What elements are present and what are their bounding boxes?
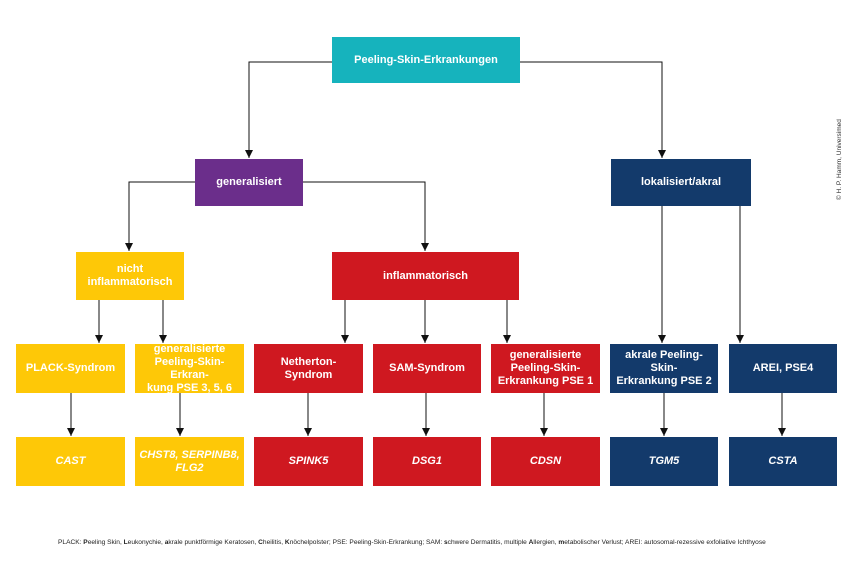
- footnote-part: a: [164, 539, 169, 546]
- node-sam-syndrom: SAM-Syndrom: [373, 344, 481, 393]
- node-netherton-syndrom: Netherton-Syndrom: [254, 344, 363, 393]
- node-arei-pse4: AREI, PSE4: [729, 344, 837, 393]
- node-nicht-inflammatorisch: nicht inflammatorisch: [76, 252, 184, 300]
- node-gene-dsg1: DSG1: [373, 437, 481, 486]
- node-plack-syndrom: PLACK-Syndrom: [16, 344, 125, 393]
- node-peeling-skin-erkrankungen: Peeling-Skin-Erkrankungen: [332, 37, 520, 83]
- footnote-part: C: [258, 539, 263, 546]
- arrowheads: [67, 150, 786, 436]
- node-label: generalisiert: [216, 176, 282, 188]
- node-label: DSG1: [412, 455, 442, 467]
- copyright-text: © H. P. Hamm, Universimed: [836, 119, 843, 200]
- node-label: CHST8, SERPINB8, FLG2: [139, 448, 240, 474]
- node-generalisierte-pse-3-5-6: generalisierte Peeling-Skin-Erkran- kung…: [135, 342, 244, 394]
- node-gene-csta: CSTA: [729, 437, 837, 486]
- node-label: SPINK5: [288, 455, 329, 467]
- node-label: CSTA: [768, 455, 798, 467]
- node-label: SAM-Syndrom: [389, 362, 465, 374]
- footnote-part: PLACK:: [58, 539, 84, 546]
- footnote-part: eeling Skin,: [87, 539, 124, 546]
- node-lokalisiert-akral: lokalisiert/akral: [611, 159, 751, 206]
- node-gene-cast: CAST: [16, 437, 125, 486]
- node-label: CDSN: [529, 455, 562, 467]
- footnote-part: heilitis,: [262, 539, 285, 546]
- footnote-part: eukonychie,: [127, 539, 165, 546]
- footnote-legend: PLACK: Peeling Skin, Leukonychie, akrale…: [58, 539, 766, 546]
- footnote-part: nöchelpolster; PSE: Peeling-Skin-Erkrank…: [289, 539, 444, 546]
- node-label: nicht inflammatorisch: [87, 263, 173, 288]
- footnote-part: L: [123, 539, 128, 546]
- footnote-part: s: [443, 539, 448, 546]
- node-gene-spink5: SPINK5: [254, 437, 363, 486]
- node-generalisierte-pse-1: generalisierte Peeling-Skin- Erkrankung …: [491, 344, 600, 393]
- node-gene-cdsn: CDSN: [491, 437, 600, 486]
- edge-gen-nichtinfl: [128, 181, 195, 251]
- footnote-part: llergien,: [533, 539, 559, 546]
- edge-root-lokalisiert: [520, 61, 663, 158]
- node-label: Peeling-Skin-Erkrankungen: [354, 53, 498, 66]
- edge-gen-infl: [303, 181, 426, 251]
- node-label: generalisierte Peeling-Skin-Erkran- kung…: [147, 342, 232, 394]
- node-label: CAST: [55, 455, 86, 467]
- node-label: Netherton-Syndrom: [280, 355, 337, 381]
- footnote-part: A: [528, 539, 534, 546]
- node-gene-chst8: CHST8, SERPINB8, FLG2: [135, 437, 244, 486]
- footnote-part: K: [284, 539, 290, 546]
- node-akrale-pse-2: akrale Peeling-Skin- Erkrankung PSE 2: [610, 344, 718, 393]
- footnote-part: P: [83, 539, 88, 546]
- node-inflammatorisch: inflammatorisch: [332, 252, 519, 300]
- footnote-part: chwere Dermatitis, multiple: [447, 539, 529, 546]
- node-label: generalisierte Peeling-Skin- Erkrankung …: [497, 349, 594, 387]
- node-label: lokalisiert/akral: [640, 176, 722, 188]
- node-label: AREI, PSE4: [752, 362, 814, 374]
- node-label: PLACK-Syndrom: [25, 362, 116, 374]
- footnote-part: m: [558, 539, 565, 546]
- footnote-part: etabolischer Verlust; AREI: autosomal-re…: [564, 539, 766, 546]
- node-gene-tgm5: TGM5: [610, 437, 718, 486]
- node-label: TGM5: [648, 455, 680, 467]
- node-label: inflammatorisch: [383, 269, 468, 282]
- node-generalisiert: generalisiert: [195, 159, 303, 206]
- edge-root-generalisiert: [248, 61, 332, 158]
- node-label: akrale Peeling-Skin- Erkrankung PSE 2: [616, 349, 712, 387]
- footnote-part: krale punktförmige Keratosen,: [168, 539, 259, 546]
